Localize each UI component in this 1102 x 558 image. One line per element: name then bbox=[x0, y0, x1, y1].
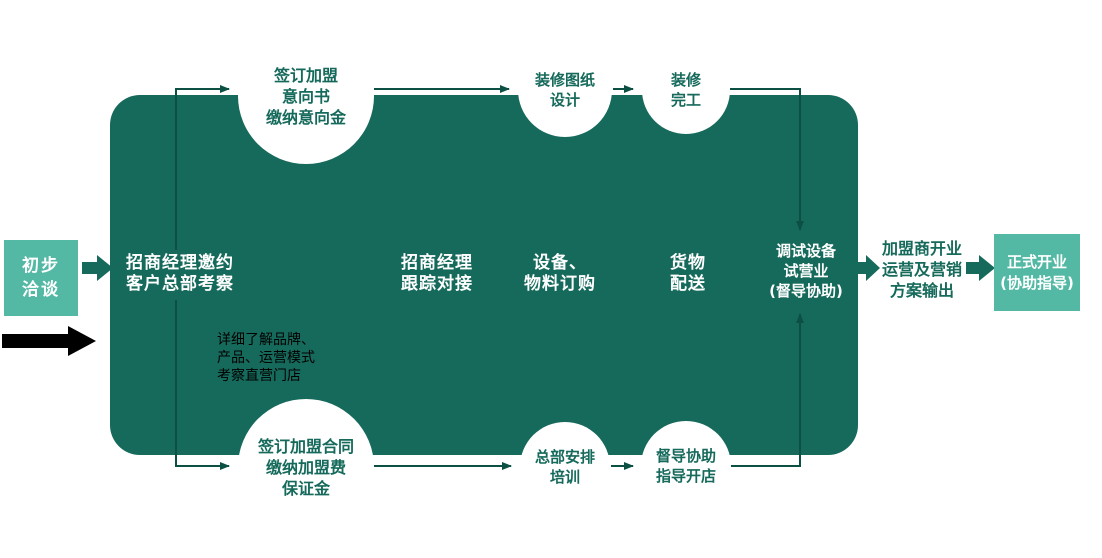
stage-equipment-ordering: 设备、 物料订购 bbox=[524, 253, 596, 294]
stage-follow-up: 招商经理 跟踪对接 bbox=[401, 253, 473, 294]
stage-trial-operation: 调试设备 试营业 (督导协助) bbox=[769, 242, 843, 300]
node-sign-intent-circle: 签订加盟 意向书 缴纳意向金 bbox=[238, 28, 374, 164]
black-right-arrow bbox=[2, 326, 96, 356]
arrow-done-to-trial bbox=[730, 88, 804, 231]
node-renovation-done-circle: 装修 完工 bbox=[642, 46, 730, 134]
node-initial-negotiation: 初步 洽谈 bbox=[4, 240, 78, 316]
arrow-start-to-panel bbox=[82, 255, 113, 281]
stage-hq-inspection: 招商经理邀约 客户总部考察 bbox=[126, 253, 234, 294]
node-official-opening: 正式开业 (协助指导) bbox=[994, 234, 1080, 311]
arrow-panel-to-output bbox=[856, 255, 880, 281]
arrow-guide-to-trial bbox=[731, 313, 804, 467]
node-opening-marketing-output: 加盟商开业 运营及营销 方案输出 bbox=[881, 239, 962, 300]
node-renovation-design-circle: 装修图纸 设计 bbox=[518, 43, 612, 137]
stage-goods-delivery: 货物 配送 bbox=[670, 253, 706, 294]
node-hq-training-circle: 总部安排 培训 bbox=[520, 422, 610, 512]
node-sign-contract-circle: 签订加盟合同 缴纳加盟费 保证金 bbox=[238, 399, 374, 535]
annotation-note: 详细了解品牌、 产品、运营模式 考察直营门店 bbox=[217, 332, 315, 384]
node-opening-guidance-circle: 督导协助 指导开店 bbox=[641, 421, 731, 511]
arrow-up-to-intent-circle bbox=[175, 85, 230, 250]
arrow-down-to-contract-circle bbox=[175, 300, 230, 470]
arrow-output-to-final bbox=[966, 255, 995, 281]
main-process-panel bbox=[110, 95, 858, 455]
